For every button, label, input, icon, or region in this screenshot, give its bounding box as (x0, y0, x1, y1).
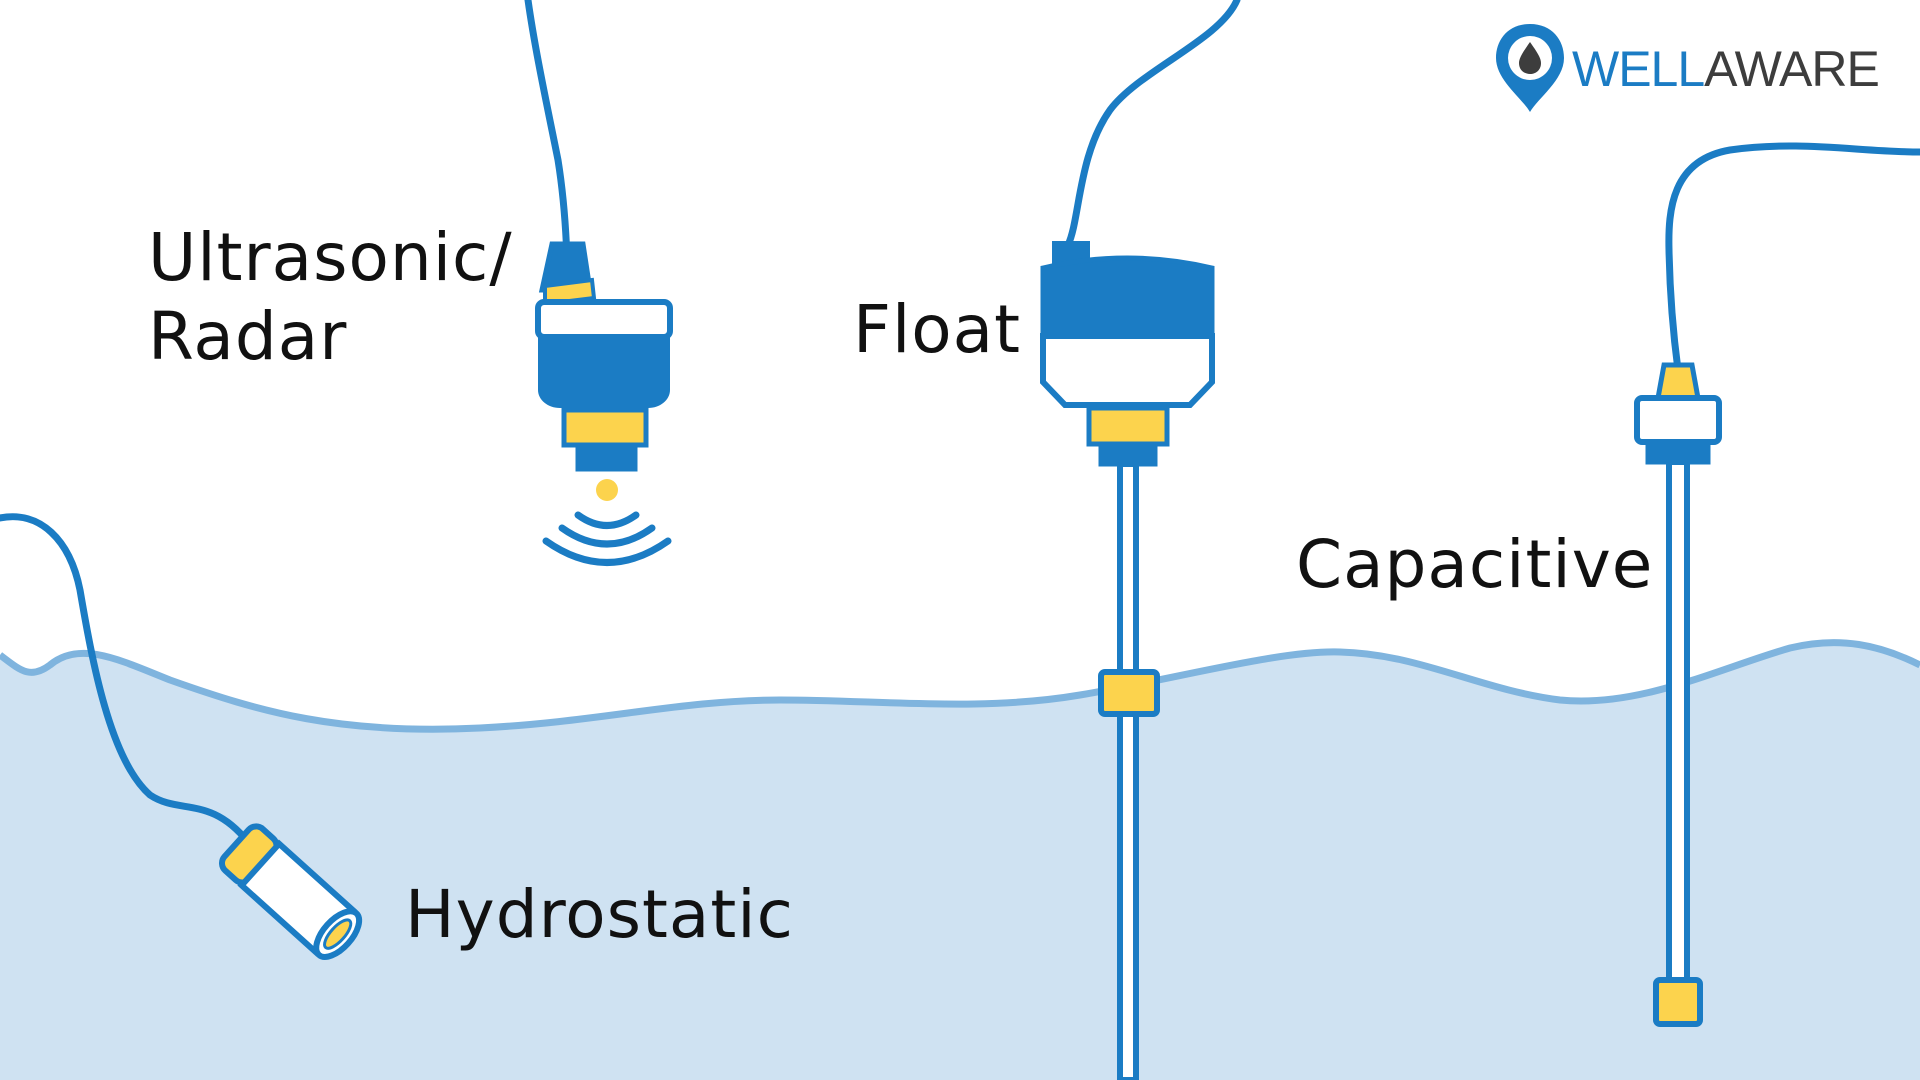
float-ring (1098, 669, 1160, 717)
logo-text-well: WELL (1572, 41, 1705, 97)
signal-wave-outer (542, 537, 672, 566)
capacitive-label: Capacitive (1296, 526, 1654, 603)
ultrasonic-radar-label: Ultrasonic/ Radar (148, 218, 513, 376)
float-stem (1117, 461, 1139, 1080)
capacitive-probe-icon (1634, 142, 1920, 1027)
capacitive-connector (1655, 362, 1701, 401)
map-pin-water-drop-icon (1496, 24, 1564, 112)
ultrasonic-connector-band (543, 277, 597, 307)
ultrasonic-cable (524, 0, 571, 259)
capacitive-cable (1665, 142, 1920, 374)
hydrostatic-body (218, 823, 363, 960)
capacitive-head (1634, 395, 1722, 445)
hydrostatic-cable (0, 513, 252, 846)
float-sensor-icon (1040, 0, 1241, 1080)
signal-dot (596, 479, 618, 501)
ultrasonic-neck (561, 407, 649, 448)
signal-wave-inner (574, 511, 640, 529)
float-label: Float (853, 291, 1022, 368)
water-body (0, 642, 1920, 1080)
wellaware-logo: WELLAWARE (1490, 18, 1910, 118)
signal-waves-icon (542, 479, 672, 566)
ultrasonic-label-line1: Ultrasonic/ (148, 219, 513, 296)
water-surface-line (0, 639, 1920, 733)
ultrasonic-sensor-icon (524, 0, 673, 566)
float-housing-bottom (1040, 333, 1215, 408)
float-housing-top (1040, 255, 1215, 341)
logo-text-aware: AWARE (1704, 41, 1880, 97)
logo-wordmark: WELLAWARE (1572, 40, 1880, 98)
hydrostatic-label: Hydrostatic (405, 876, 794, 953)
capacitive-rod (1666, 459, 1690, 985)
ultrasonic-body (538, 335, 670, 408)
signal-wave-middle (558, 524, 656, 548)
float-neck (1086, 405, 1170, 447)
ultrasonic-head-band (535, 299, 673, 340)
ultrasonic-nozzle (575, 442, 638, 472)
hydrostatic-sensor-face (323, 918, 353, 950)
ultrasonic-label-line2: Radar (148, 298, 348, 376)
hydrostatic-transducer-icon (0, 513, 363, 960)
float-cable (1064, 0, 1241, 249)
capacitive-tip (1653, 977, 1703, 1027)
